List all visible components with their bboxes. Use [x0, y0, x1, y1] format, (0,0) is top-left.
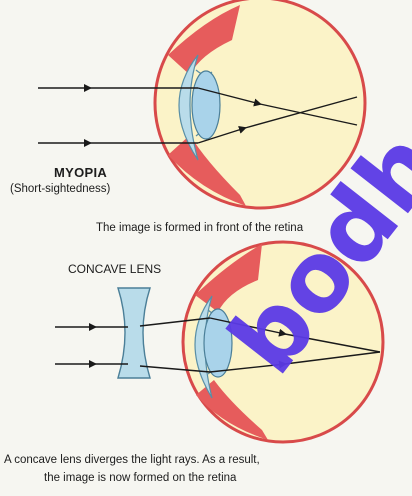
caption-correction-line1: A concave lens diverges the light rays. … [4, 454, 260, 466]
caption-correction-line2: the image is now formed on the retina [44, 472, 236, 484]
diagram-title: MYOPIA [54, 165, 107, 180]
diagram-subtitle: (Short-sightedness) [10, 183, 110, 195]
caption-myopia: The image is formed in front of the reti… [96, 222, 303, 234]
concave-lens-label: CONCAVE LENS [68, 262, 161, 276]
eye-lens [192, 71, 220, 139]
